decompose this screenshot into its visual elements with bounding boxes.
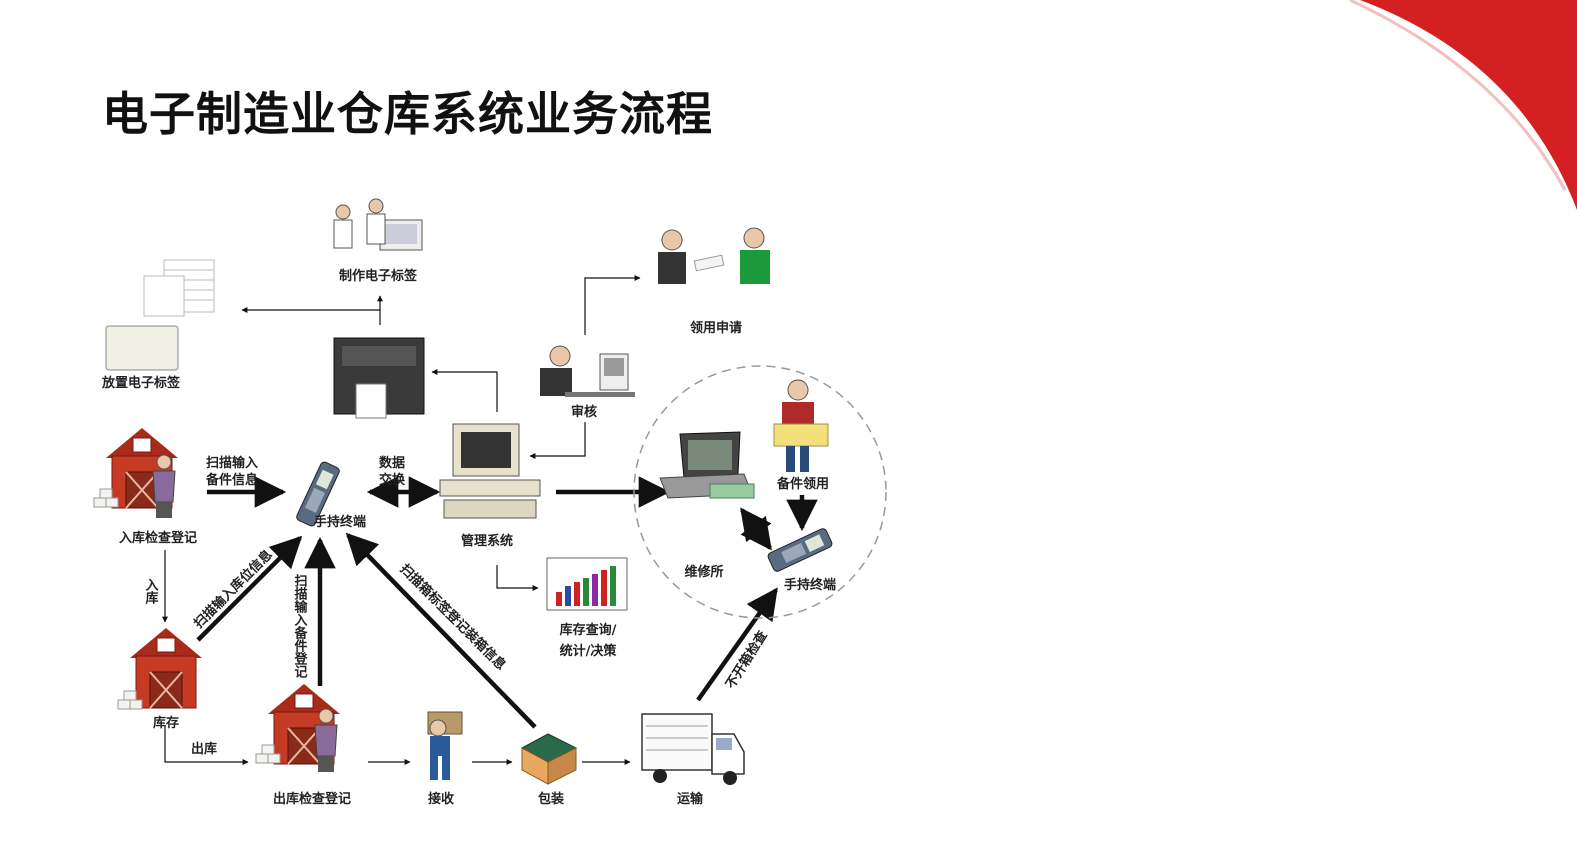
label-no-open-check: 不开箱检查 [723,627,772,691]
barn-stock-icon [117,627,203,710]
label-scan-in-line2: 备件信息 [205,472,258,488]
label-printer-icon [333,337,425,419]
tag-sheets-icon [105,259,215,371]
repair-station-boundary [633,365,887,619]
label-scan-register: 扫描输入备件登记 [292,573,309,679]
label-review: 审核 [571,404,597,420]
label-query-line2: 统计/决策 [560,643,618,659]
thin-connectors [162,275,641,765]
label-mgmt-system: 管理系统 [461,533,513,549]
label-pack: 包装 [538,791,564,807]
label-handheld: 手持终端 [314,514,366,530]
label-transport: 运输 [677,791,704,807]
label-place-tag: 放置电子标签 [101,375,181,391]
label-exchange-line1: 数据 [379,455,405,471]
barn-outbound-icon [255,683,341,773]
management-computer-icon [439,423,541,519]
label-outbound-check: 出库检查登记 [273,791,351,807]
label-inbound: 入库 [143,578,159,605]
reviewer-icon [540,345,635,397]
receiving-worker-icon [427,711,463,780]
label-handheld-repair: 手持终端 [784,577,836,593]
thick-arrows [196,476,818,729]
bar-chart-icon [546,557,628,611]
label-inbound-check: 入库检查登记 [119,530,197,546]
label-exchange-line2: 交换 [379,472,406,488]
label-scan-location: 扫描输入库位信息 [191,547,276,632]
label-outbound: 出库 [191,741,217,757]
handover-icon [658,227,770,284]
label-receive: 接收 [428,791,455,807]
label-repair-station: 维修所 [684,564,723,580]
label-make-tag: 制作电子标签 [339,268,418,284]
technician-icon [773,379,829,472]
page-title: 电子制造业仓库系统业务流程 [102,87,713,141]
engineers-icon [333,198,423,251]
laptop-icon [659,431,755,499]
truck-icon [641,713,745,785]
label-scan-in-line1: 扫描输入 [206,455,258,471]
barn-inbound-icon [93,427,179,519]
label-spare-use: 备件领用 [776,476,829,492]
label-apply: 领用申请 [690,320,742,336]
label-scan-box: 扫描箱标签登记装箱信息 [397,561,509,673]
label-stock: 库存 [153,715,179,731]
package-icon [520,733,578,785]
label-query-line1: 库存查询/ [560,622,617,638]
